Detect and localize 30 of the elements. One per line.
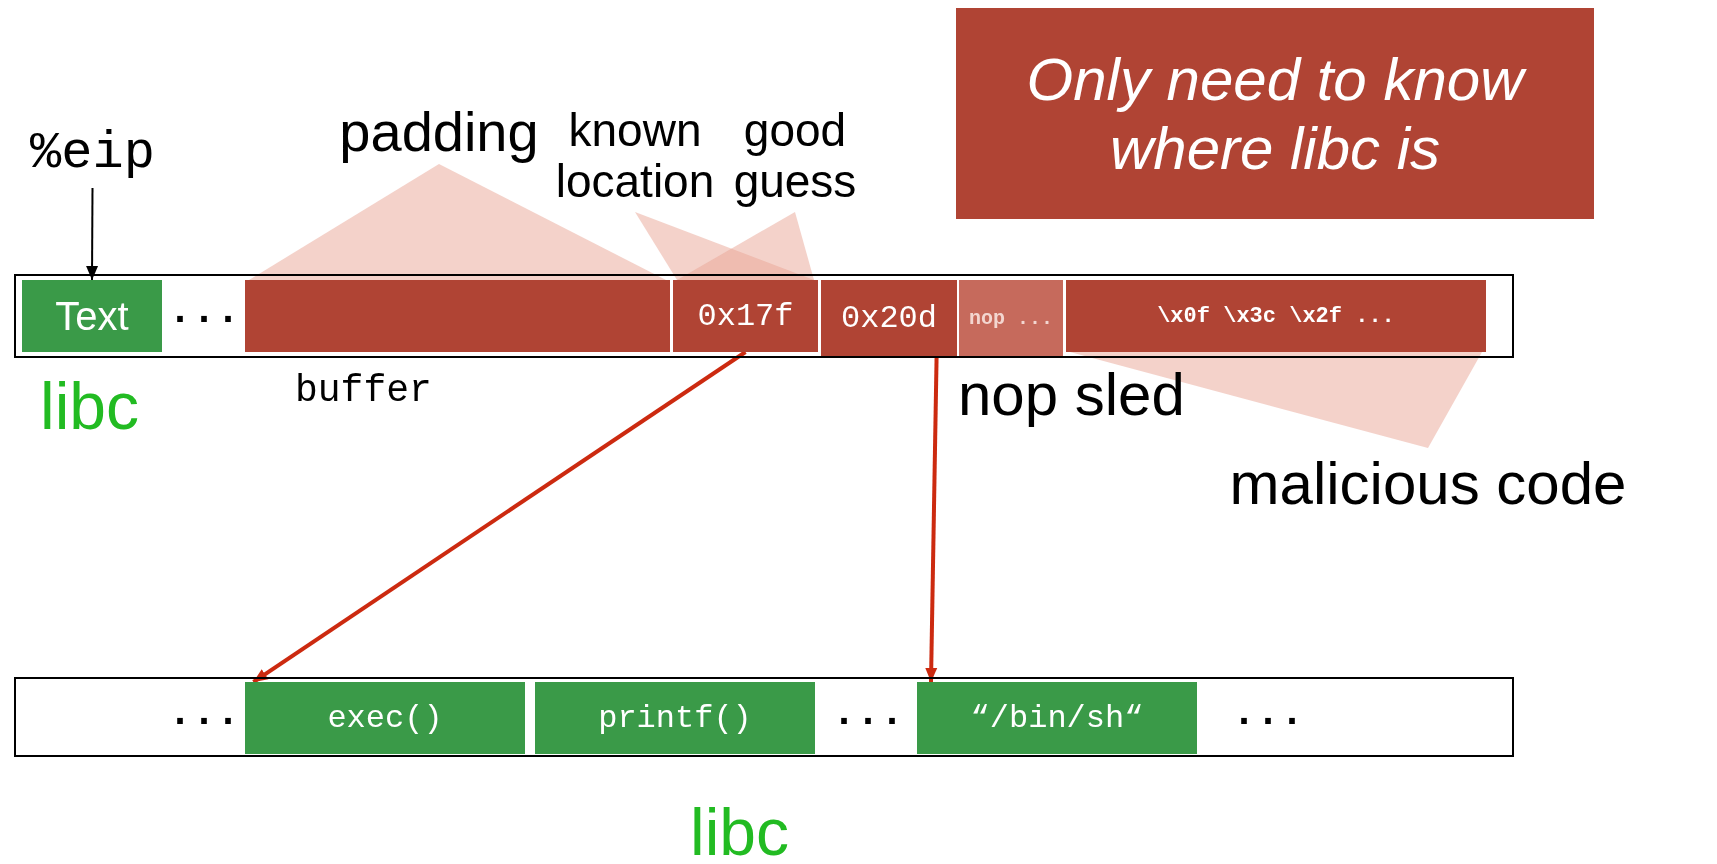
ellipsis: ... [1232, 692, 1304, 736]
arrow [86, 187, 99, 281]
arrow [252, 350, 747, 684]
caption-label: buffer [295, 370, 432, 412]
annotation-label: known location [560, 100, 710, 212]
nop-block: nop ... [959, 280, 1063, 356]
ellipsis: ... [168, 692, 240, 736]
ellipsis: ... [168, 290, 240, 334]
annotation-label: malicious code [1228, 448, 1628, 518]
address-block: 0x17f [673, 280, 818, 352]
register-label: %eip [30, 118, 155, 188]
region-label: libc [40, 370, 140, 443]
memory-segment: Text [22, 280, 162, 352]
function-block: exec() [245, 682, 525, 754]
callout-wedge [677, 212, 814, 280]
annotation-label: padding [334, 98, 544, 164]
arrow [925, 355, 939, 683]
callout-box: Only need to know where libc is [956, 8, 1594, 219]
string-block: “/bin/sh“ [917, 682, 1197, 754]
memory-bar [14, 677, 1514, 757]
shellcode-block: \x0f \x3c \x2f ... [1066, 280, 1486, 352]
address-block: 0x20d [821, 280, 957, 356]
callout-wedge [249, 164, 666, 280]
ellipsis: ... [832, 692, 904, 736]
annotation-label: nop sled [958, 362, 1185, 428]
region-label: libc [690, 796, 790, 864]
callout-wedge [1070, 352, 1482, 448]
function-block: printf() [535, 682, 815, 754]
annotation-label: good guess [720, 100, 870, 212]
buffer-block [245, 280, 670, 352]
